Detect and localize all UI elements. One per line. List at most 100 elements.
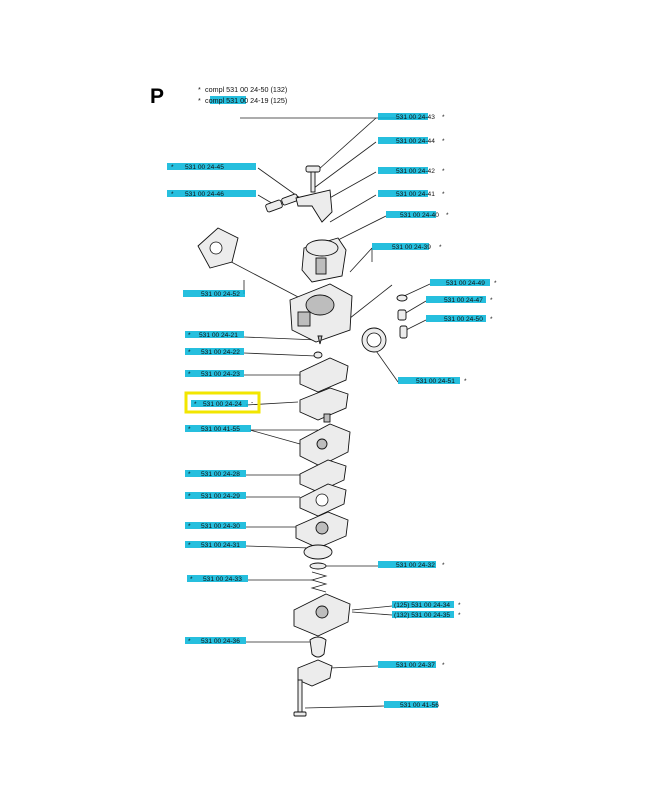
part-label-42[interactable]: 531 00 24-42 * xyxy=(378,167,445,175)
part-label-22[interactable]: * 531 00 24-22 xyxy=(185,348,244,356)
gasket-28-part xyxy=(299,459,347,493)
carburetor-body-part xyxy=(289,283,353,343)
svg-text:*: * xyxy=(188,349,191,356)
svg-text:*: * xyxy=(464,378,467,385)
svg-text:*: * xyxy=(198,96,201,105)
svg-text:531 00 41-56: 531 00 41-56 xyxy=(400,702,439,709)
svg-text:531 00 24-22: 531 00 24-22 xyxy=(201,349,240,356)
part-label-29[interactable]: * 531 00 24-29 xyxy=(185,492,246,500)
svg-text:531 00 24-40: 531 00 24-40 xyxy=(400,212,439,219)
part-label-30[interactable]: * 531 00 24-30 xyxy=(185,522,246,530)
screw-56-part xyxy=(293,679,307,717)
svg-text:*: * xyxy=(439,244,442,251)
svg-text:531 00 24-31: 531 00 24-31 xyxy=(201,542,240,549)
svg-text:531 00 24-21: 531 00 24-21 xyxy=(199,332,238,339)
needle-parts xyxy=(396,294,408,339)
part-label-35[interactable]: (132) 531 00 24-35 * xyxy=(392,611,461,619)
svg-text:*: * xyxy=(188,638,191,645)
svg-text:*: * xyxy=(458,602,461,609)
svg-text:531 00 24-47: 531 00 24-47 xyxy=(444,297,483,304)
svg-text:*: * xyxy=(190,576,193,583)
svg-text:531 00 24-51: 531 00 24-51 xyxy=(416,378,455,385)
svg-text:531 00 24-43: 531 00 24-43 xyxy=(396,114,435,121)
svg-text:531 00 24-46: 531 00 24-46 xyxy=(185,191,224,198)
throttle-housing-part xyxy=(301,237,347,283)
part-label-21[interactable]: * 531 00 24-21 xyxy=(185,331,244,339)
pump-body-part xyxy=(299,413,351,467)
part-label-32[interactable]: 531 00 24-32 * xyxy=(378,561,445,569)
part-label-44[interactable]: 531 00 24-44 * xyxy=(378,137,445,145)
part-label-40[interactable]: 531 00 24-40 * xyxy=(386,211,449,219)
cover-30-part xyxy=(295,511,349,549)
svg-text:531 00 24-33: 531 00 24-33 xyxy=(203,576,242,583)
svg-text:531 00 24-29: 531 00 24-29 xyxy=(201,493,240,500)
svg-text:*: * xyxy=(188,523,191,530)
svg-text:531 00 41-55: 531 00 41-55 xyxy=(201,426,240,433)
part-label-23[interactable]: * 531 00 24-23 xyxy=(185,370,244,378)
svg-text:*: * xyxy=(194,401,197,408)
svg-text:*: * xyxy=(442,562,445,569)
svg-text:531 00 24-37: 531 00 24-37 xyxy=(396,662,435,669)
part-label-46[interactable]: * 531 00 24-46 xyxy=(167,190,256,198)
parts-drawings xyxy=(197,165,408,717)
part-label-39[interactable]: 531 00 24-39 * xyxy=(372,243,442,251)
part-label-52[interactable]: 531 00 24-52 xyxy=(183,290,245,298)
svg-text:*: * xyxy=(442,662,445,669)
part-label-56[interactable]: 531 00 41-56 xyxy=(384,701,439,709)
part-label-33[interactable]: * 531 00 24-33 xyxy=(187,575,248,583)
part-label-31[interactable]: * 531 00 24-31 xyxy=(185,541,246,549)
part-label-47[interactable]: 531 00 24-47 * xyxy=(426,296,493,304)
diaphragm-29-part xyxy=(299,483,347,517)
plate-37-part xyxy=(297,659,333,687)
part-label-55[interactable]: * 531 00 41-55 xyxy=(185,425,251,433)
svg-text:531 00 24-32: 531 00 24-32 xyxy=(396,562,435,569)
svg-text:(132) 531 00 24-35: (132) 531 00 24-35 xyxy=(394,612,450,619)
svg-text:531 00 24-36: 531 00 24-36 xyxy=(201,638,240,645)
header-note-1: * compl 531 00 24-50 (132) xyxy=(198,85,287,94)
svg-text:*: * xyxy=(442,114,445,121)
part-label-28[interactable]: * 531 00 24-28 xyxy=(185,470,246,478)
page-letter: P xyxy=(150,85,164,108)
svg-text:531 00 24-42: 531 00 24-42 xyxy=(396,168,435,175)
svg-text:*: * xyxy=(442,191,445,198)
screw-part xyxy=(305,165,321,193)
part-label-41[interactable]: 531 00 24-41 * xyxy=(378,190,445,198)
seal-ring-part xyxy=(361,327,387,353)
svg-text:*: * xyxy=(490,297,493,304)
valve-part xyxy=(313,351,323,359)
part-label-50[interactable]: 531 00 24-50 * xyxy=(426,315,493,323)
part-label-43[interactable]: 531 00 24-43 * xyxy=(378,113,445,121)
svg-text:*: * xyxy=(188,471,191,478)
part-label-24-selected[interactable]: * 531 00 24-24 - xyxy=(184,391,261,414)
svg-text:*: * xyxy=(442,138,445,145)
svg-text:compl 531 00 24-19 (125): compl 531 00 24-19 (125) xyxy=(205,96,287,105)
svg-text:*: * xyxy=(188,542,191,549)
svg-text:*: * xyxy=(198,85,201,94)
svg-text:*: * xyxy=(442,168,445,175)
left-part-labels: * 531 00 24-45 * 531 00 24-46 531 00 24-… xyxy=(167,163,261,645)
svg-text:(125) 531 00 24-34: (125) 531 00 24-34 xyxy=(394,602,450,609)
needle-part xyxy=(317,335,323,345)
part-label-37[interactable]: 531 00 24-37 * xyxy=(378,661,445,669)
svg-text:531 00 24-41: 531 00 24-41 xyxy=(396,191,435,198)
svg-text:531 00 24-39: 531 00 24-39 xyxy=(392,244,431,251)
svg-text:compl 531 00 24-50 (132): compl 531 00 24-50 (132) xyxy=(205,85,287,94)
svg-text:531 00 24-30: 531 00 24-30 xyxy=(201,523,240,530)
diaphragm-plate-23 xyxy=(299,357,349,393)
primer-base-part xyxy=(293,593,351,637)
part-label-51[interactable]: 531 00 24-51 * xyxy=(398,377,467,385)
right-part-labels: 531 00 24-43 * 531 00 24-44 * 531 00 24-… xyxy=(372,113,497,709)
adjust-screw-part xyxy=(265,193,299,213)
svg-text:531 00 24-52: 531 00 24-52 xyxy=(201,291,240,298)
header-note-2: * compl 531 00 24-19 (125) xyxy=(198,96,287,105)
part-label-49[interactable]: 531 00 24-49 * xyxy=(430,279,497,287)
gasket-part xyxy=(197,227,239,269)
svg-text:531 00 24-28: 531 00 24-28 xyxy=(201,471,240,478)
svg-text:531 00 24-24: 531 00 24-24 xyxy=(203,401,242,408)
part-label-36[interactable]: * 531 00 24-36 xyxy=(185,637,246,645)
svg-text:*: * xyxy=(446,212,449,219)
svg-text:*: * xyxy=(171,164,174,171)
part-label-34[interactable]: (125) 531 00 24-34 * xyxy=(392,601,461,609)
svg-text:*: * xyxy=(188,371,191,378)
part-label-45[interactable]: * 531 00 24-45 xyxy=(167,163,256,171)
